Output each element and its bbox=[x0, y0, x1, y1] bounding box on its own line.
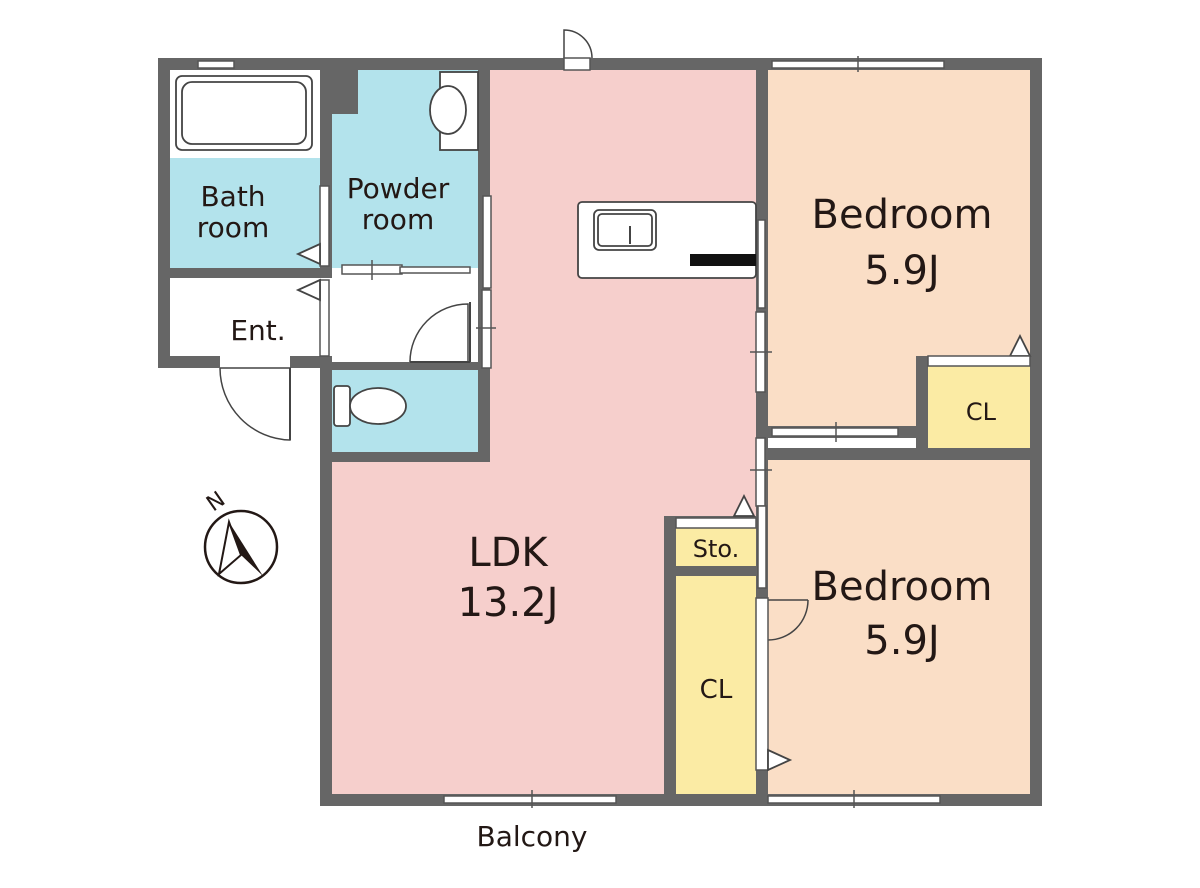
bedroom-lower-name: Bedroom bbox=[812, 564, 993, 610]
ldk-size: 13.2J bbox=[458, 580, 559, 626]
bathroom-label-line1: Bath bbox=[200, 180, 265, 213]
swing-doors bbox=[219, 29, 1032, 772]
fixtures bbox=[175, 71, 757, 427]
sliding-doors bbox=[319, 185, 899, 589]
window-ldk-bottom bbox=[443, 795, 617, 804]
entrance-label: Ent. bbox=[230, 314, 285, 347]
room-labels: Bath room Powder room Ent. LDK 13.2J Bed… bbox=[197, 172, 997, 853]
balcony-label: Balcony bbox=[477, 820, 588, 853]
bedroom-upper-size: 5.9J bbox=[864, 248, 939, 294]
hallway-area bbox=[332, 278, 482, 366]
powder-room-label-line1: Powder bbox=[347, 172, 450, 205]
windows bbox=[197, 56, 945, 808]
compass-north-label: N bbox=[202, 487, 230, 517]
storage-area bbox=[676, 528, 756, 566]
bathroom-area bbox=[170, 158, 320, 268]
closet-upper-label: CL bbox=[966, 398, 997, 426]
toilet bbox=[349, 387, 407, 425]
window-bath bbox=[197, 60, 235, 69]
closet-lower-label: CL bbox=[700, 675, 733, 705]
powder-room-label-line2: room bbox=[362, 203, 434, 236]
bedroom-lower-area bbox=[768, 460, 1030, 795]
toilet-tank bbox=[333, 385, 351, 427]
bedroom-upper-name: Bedroom bbox=[812, 192, 993, 238]
entrance-area bbox=[170, 278, 320, 356]
ldk-name: LDK bbox=[468, 530, 549, 576]
washbasin bbox=[429, 85, 467, 135]
bathroom-label-line2: room bbox=[197, 211, 269, 244]
storage-label: Sto. bbox=[693, 535, 740, 563]
closet-lower-area bbox=[676, 576, 756, 794]
bedroom-lower-size: 5.9J bbox=[864, 618, 939, 664]
closet-upper-area bbox=[928, 366, 1030, 448]
room-fills bbox=[170, 70, 1030, 795]
north-arrow-icon: N bbox=[202, 487, 279, 585]
